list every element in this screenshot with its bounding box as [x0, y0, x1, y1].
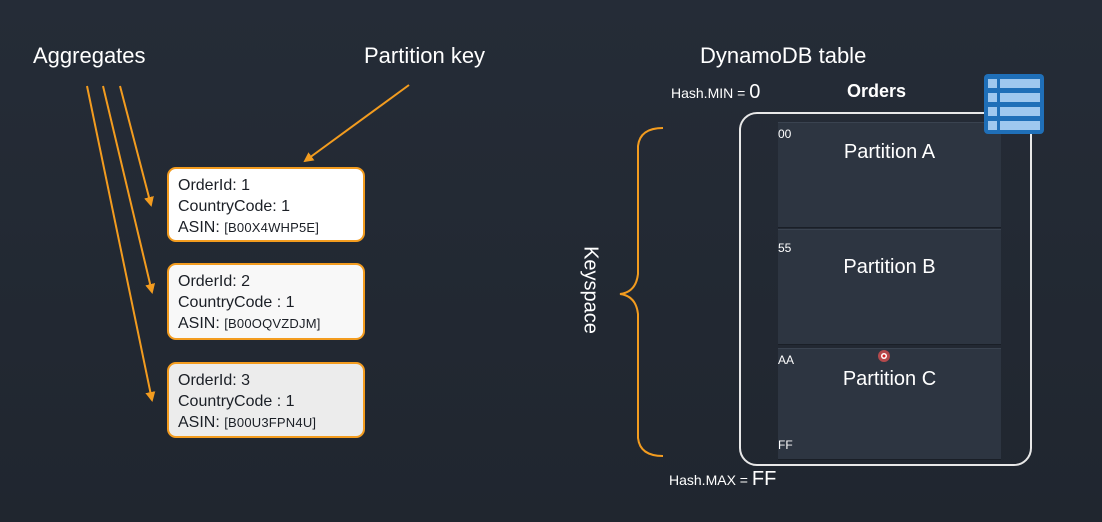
order-id: OrderId: 3 [178, 372, 251, 389]
hash-min-value: 0 [749, 81, 761, 103]
order-id: OrderId: 1 [178, 177, 251, 194]
asin-line: ASIN: [B00OQVZDJM] [178, 313, 363, 334]
partition-key-heading: Partition key [364, 43, 486, 68]
aggregate-card-3: OrderId: 3 CountryCode : 1 ASIN: [B00U3F… [167, 362, 365, 438]
asin-value: [B00OQVZDJM] [224, 316, 321, 331]
partition-b-name: Partition B [843, 256, 936, 278]
dynamodb-table-heading: DynamoDB table [700, 43, 867, 68]
dynamodb-table-outline [739, 112, 1032, 466]
asin-line: ASIN: [B00X4WHP5E] [178, 217, 363, 238]
partition-b-start-hash: 55 [778, 241, 792, 255]
asin-value: [B00U3FPN4U] [224, 415, 317, 430]
country-code: CountryCode : 1 [178, 294, 295, 311]
asin-label: ASIN: [178, 315, 225, 332]
hash-max: Hash.MAX = FF [669, 468, 776, 491]
partition-c: AA Partition C FF [778, 348, 1001, 460]
red-cursor-dot-icon [878, 350, 890, 362]
hash-max-value: FF [751, 468, 777, 490]
partition-c-end-hash: FF [778, 438, 793, 452]
partition-a: 00 Partition A [778, 122, 1001, 228]
aggregate-card-1: OrderId: 1 CountryCode: 1 ASIN: [B00X4WH… [167, 167, 365, 242]
partition-a-start-hash: 00 [778, 127, 792, 141]
dynamodb-table-icon [984, 74, 1044, 134]
partition-a-name: Partition A [843, 141, 936, 163]
order-id: OrderId: 2 [178, 273, 251, 290]
orders-table-name: Orders [847, 81, 907, 101]
hash-min-prefix: Hash.MIN = [671, 85, 750, 101]
hash-min: Hash.MIN = 0 [671, 81, 760, 104]
hash-max-prefix: Hash.MAX = [669, 472, 752, 488]
partition-c-start-hash: AA [778, 353, 795, 367]
aggregate-arrow-3 [86, 85, 156, 402]
partition-c-name: Partition C [842, 368, 937, 390]
partition-b: 55 Partition B [778, 229, 1001, 345]
aggregate-arrow-2 [102, 85, 156, 294]
country-code: CountryCode : 1 [178, 393, 295, 410]
asin-value: [B00X4WHP5E] [224, 220, 320, 235]
asin-label: ASIN: [178, 414, 225, 431]
asin-line: ASIN: [B00U3FPN4U] [178, 412, 363, 433]
partition-key-arrow [303, 84, 410, 163]
aggregate-card-2: OrderId: 2 CountryCode : 1 ASIN: [B00OQV… [167, 263, 365, 340]
country-code: CountryCode: 1 [178, 198, 291, 215]
keyspace-brace [619, 127, 664, 457]
aggregate-arrow-1 [119, 85, 154, 207]
asin-label: ASIN: [178, 219, 225, 236]
aggregates-heading: Aggregates [33, 43, 146, 68]
keyspace-label: Keyspace [579, 246, 602, 334]
